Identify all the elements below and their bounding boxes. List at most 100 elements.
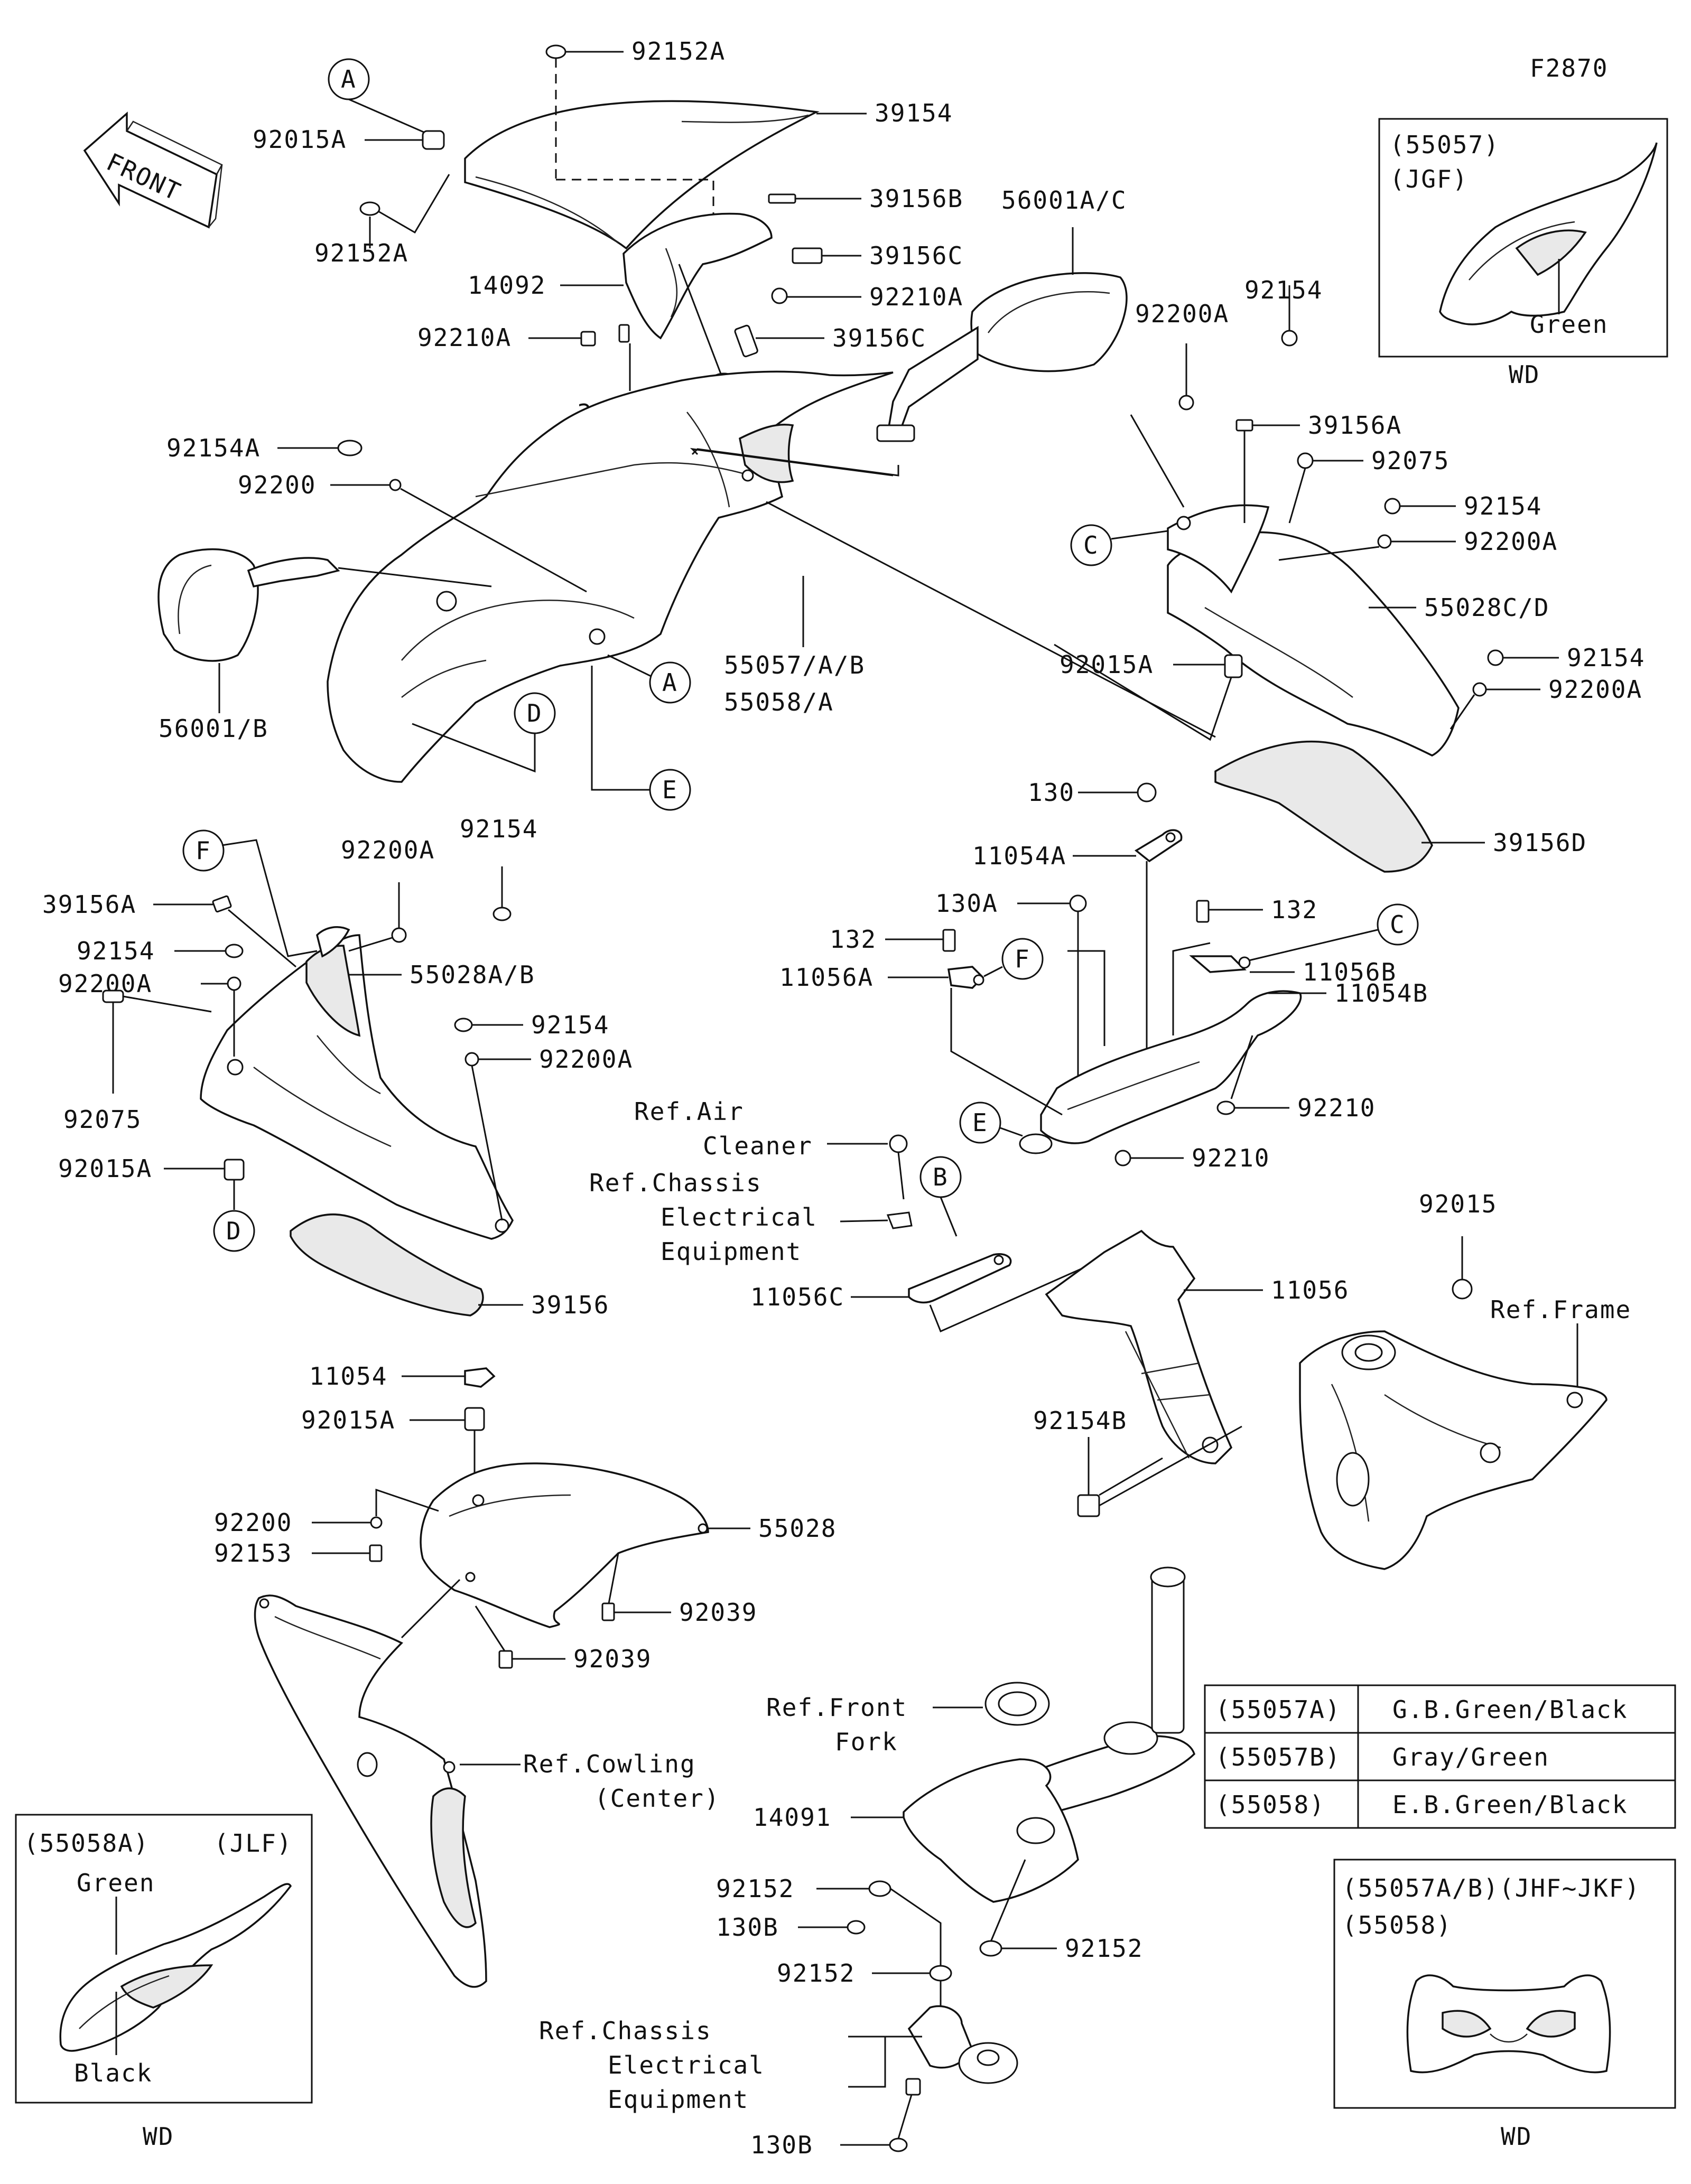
rivet-92039-b — [498, 1650, 513, 1669]
svg-text:C: C — [1083, 531, 1099, 559]
pad-39156C-b — [734, 324, 758, 358]
label-11054B: 11054B — [1334, 979, 1428, 1007]
label-92039-b: 92039 — [573, 1645, 652, 1673]
pad-39156 — [290, 1213, 484, 1317]
cowl-55028AB — [200, 926, 514, 1240]
washer-92200A-c — [1472, 682, 1487, 697]
ref-cowling-2: (Center) — [594, 1784, 720, 1813]
inset-tr-color-note: Green — [1530, 310, 1608, 339]
svg-text:E: E — [972, 1108, 988, 1137]
label-92015A-b: 92015A — [1060, 650, 1154, 679]
washer-92200A-b — [1377, 534, 1392, 549]
screw-92154-f — [454, 1018, 473, 1032]
label-55028: 55028 — [758, 1514, 837, 1543]
ref-chassis-1-line3: Equipment — [661, 1237, 802, 1266]
windscreen-part — [464, 100, 820, 250]
pad-39156D — [1214, 740, 1433, 873]
label-130-a: 130 — [1028, 778, 1075, 807]
svg-text:A: A — [341, 65, 357, 94]
label-132-a: 132 — [830, 925, 877, 954]
bolt-air-cleaner — [889, 1134, 908, 1200]
cover-14091 — [903, 1758, 1079, 1903]
nut-92210-a — [1216, 1100, 1235, 1115]
washer-92200-a — [389, 479, 402, 491]
inner-cover-14092 — [622, 212, 773, 340]
inset-bl-line1b: (JLF) — [214, 1829, 292, 1858]
inset-tr-cowl-illustration — [1439, 142, 1658, 325]
label-92154-c: 92154 — [1567, 643, 1645, 672]
svg-text:D: D — [226, 1217, 242, 1245]
lower-bracket-chassis — [905, 2005, 1018, 2096]
screw-92154-e — [225, 944, 244, 958]
ref-frame: Ref.Frame — [1490, 1295, 1631, 1324]
screw-92075-b — [102, 990, 124, 1003]
label-11056B: 11056B — [1303, 958, 1397, 986]
front-fork-triple-clamp — [984, 1566, 1196, 1820]
label-11054: 11054 — [309, 1362, 387, 1390]
label-130B-a: 130B — [716, 1913, 779, 1942]
inset-bottom-left — [15, 1814, 313, 2104]
collar-92015A-a — [422, 130, 445, 150]
label-92210-b: 92210 — [1192, 1144, 1270, 1172]
label-92154-a: 92154 — [1244, 276, 1323, 304]
figure-id: F2870 — [1530, 54, 1608, 82]
bracket-11056 — [1045, 1229, 1233, 1464]
svg-text:E: E — [662, 776, 678, 804]
inset-tr-line2: (JGF) — [1390, 165, 1468, 193]
screw-92154-b — [1384, 498, 1401, 515]
ref-chassis-2-line1: Ref.Chassis — [539, 2017, 712, 2045]
label-92015A-a: 92015A — [253, 125, 347, 154]
label-11056C: 11056C — [750, 1283, 844, 1311]
callout-A-middle — [649, 661, 691, 704]
color-table-row1-color: G.B.Green/Black — [1392, 1695, 1628, 1724]
screw-92154-d — [493, 907, 512, 921]
front-arrow-icon: FRONT — [83, 111, 223, 229]
bolt-130-a — [1137, 782, 1157, 802]
color-table-row2-color: Gray/Green — [1392, 1743, 1549, 1771]
inset-bl-color-black: Black — [74, 2059, 152, 2087]
label-14092: 14092 — [468, 271, 546, 300]
upper-cowl-55057 — [327, 370, 894, 783]
bolt-130B-b — [889, 2138, 908, 2152]
label-39156B-a: 39156B — [869, 184, 963, 213]
inset-br-cowl-illustration — [1406, 1974, 1611, 2074]
nut-92210-b — [1114, 1150, 1131, 1166]
label-130A: 130A — [935, 889, 998, 918]
label-92210A-b: 92210A — [417, 323, 512, 352]
color-table-row1-part: (55057A) — [1215, 1695, 1341, 1724]
label-39154: 39154 — [875, 99, 953, 127]
bracket-11056A — [947, 966, 984, 989]
svg-text:A: A — [662, 668, 678, 697]
label-92200A-a: 92200A — [1135, 300, 1229, 328]
inset-bl-color-green: Green — [77, 1869, 155, 1897]
ref-cowling-1: Ref.Cowling — [523, 1750, 696, 1778]
svg-text:F: F — [196, 836, 211, 865]
label-130B-b: 130B — [750, 2131, 813, 2159]
inset-top-right — [1378, 118, 1668, 358]
frame-illustration — [1299, 1330, 1608, 1570]
label-92210-a: 92210 — [1297, 1094, 1376, 1122]
washer-92200A-d — [391, 927, 407, 943]
label-92200-b: 92200 — [214, 1508, 292, 1537]
label-92200A-b: 92200A — [1464, 527, 1558, 556]
callout-F-left — [182, 829, 225, 872]
label-132-b: 132 — [1271, 895, 1318, 924]
grommet-92152-b — [979, 1940, 1002, 1957]
ref-air-cleaner-1: Ref.Air — [634, 1097, 744, 1126]
color-table-row3-color: E.B.Green/Black — [1392, 1790, 1628, 1819]
bracket-11054A — [1134, 829, 1183, 863]
ref-chassis-2-line2: Electrical — [608, 2051, 765, 2079]
cowling-center-panel — [254, 1594, 487, 1988]
pad-39156B-b — [618, 324, 630, 343]
label-92154-f: 92154 — [531, 1011, 609, 1039]
label-11054A: 11054A — [972, 842, 1066, 870]
bolt-130B-a — [847, 1920, 866, 1935]
label-55058A: 55058/A — [724, 688, 834, 716]
label-39156C-b: 39156C — [832, 324, 926, 352]
callout-C-bracket — [1377, 903, 1419, 946]
callout-D-bottom — [213, 1210, 255, 1252]
label-92200A-c: 92200A — [1548, 675, 1642, 704]
label-92152-b: 92152 — [1065, 1934, 1143, 1963]
collar-92015A-b — [1224, 654, 1243, 678]
